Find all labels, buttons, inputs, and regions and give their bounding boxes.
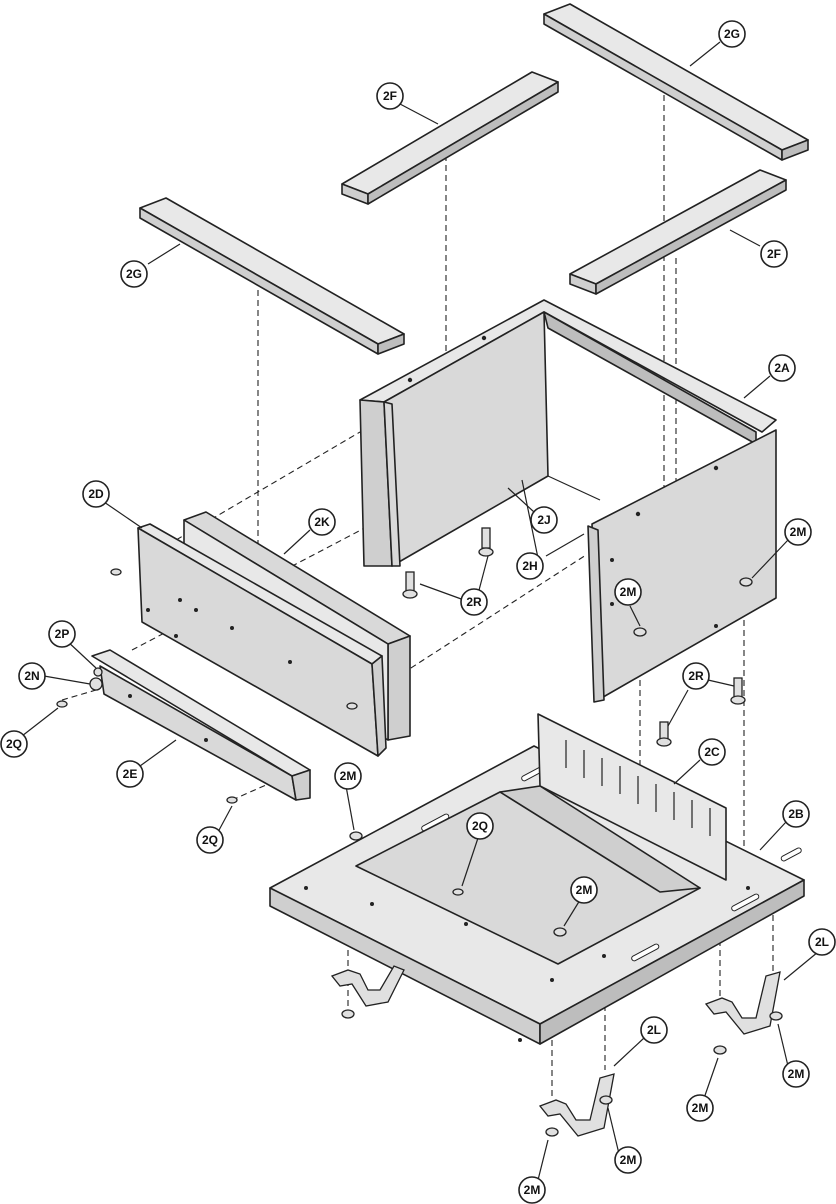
screw-2m <box>545 1127 559 1137</box>
hardware <box>56 527 783 1137</box>
board-2g-left <box>139 197 405 355</box>
svg-text:2M: 2M <box>790 525 807 539</box>
callout-2j: 2J <box>530 506 558 534</box>
screw-2m <box>553 927 567 937</box>
callout-2c: 2C <box>698 738 726 766</box>
svg-text:2P: 2P <box>55 627 70 641</box>
callout-2p: 2P <box>48 620 76 648</box>
callouts: 2G 2F 2G 2F 2A 2D 2K 2J <box>0 20 836 1204</box>
bolt-2r-right <box>656 677 746 747</box>
screw-2q <box>452 888 464 896</box>
callout-2m-base-left: 2M <box>334 762 362 790</box>
screw-2m <box>739 577 753 587</box>
callout-2m-foot-r2: 2M <box>686 1094 714 1122</box>
tray-2c <box>355 713 727 965</box>
board-2g-top <box>543 3 809 161</box>
callout-2g-top: 2G <box>718 20 746 48</box>
callout-2l-center: 2L <box>640 1016 668 1044</box>
foot-2l-center <box>538 1073 615 1137</box>
callout-2g-left: 2G <box>120 260 148 288</box>
svg-text:2F: 2F <box>383 89 397 103</box>
svg-text:2F: 2F <box>767 247 781 261</box>
svg-text:2M: 2M <box>524 1183 541 1197</box>
callout-2e: 2E <box>116 760 144 788</box>
svg-text:2M: 2M <box>692 1101 709 1115</box>
svg-text:2H: 2H <box>522 559 537 573</box>
svg-text:2R: 2R <box>688 669 704 683</box>
callout-2m-foot-r1: 2M <box>782 1060 810 1088</box>
foot-2l-left <box>330 965 405 1007</box>
callout-2q-left: 2Q <box>0 730 28 758</box>
callout-2m-foot-c2: 2M <box>518 1176 546 1204</box>
callout-2k: 2K <box>308 508 336 536</box>
enclosure-2a <box>359 299 777 703</box>
callout-2m-right-upper: 2M <box>784 518 812 546</box>
callout-2f-top: 2F <box>376 82 404 110</box>
callout-2b: 2B <box>782 800 810 828</box>
fastener-2p <box>93 667 103 677</box>
callout-2m-foot-c1: 2M <box>614 1146 642 1174</box>
svg-text:2E: 2E <box>123 767 138 781</box>
svg-text:2A: 2A <box>774 361 790 375</box>
screw-2q <box>346 702 358 710</box>
callout-2d: 2D <box>82 480 110 508</box>
svg-text:2L: 2L <box>815 935 829 949</box>
tray-vent-slots <box>565 740 711 836</box>
screw-2q <box>110 568 122 576</box>
bracket-2e <box>91 649 311 801</box>
screw-2m <box>341 1009 355 1019</box>
svg-text:2G: 2G <box>126 267 142 281</box>
callout-2l-right: 2L <box>808 928 836 956</box>
bolt-2r-left <box>402 527 494 599</box>
foot-2l-right <box>704 971 781 1035</box>
callout-2r-left: 2R <box>460 588 488 616</box>
callout-2q-center: 2Q <box>466 812 494 840</box>
svg-text:2L: 2L <box>647 1023 661 1037</box>
board-2f-right <box>569 169 787 295</box>
callout-2a: 2A <box>768 354 796 382</box>
callout-2r-right: 2R <box>682 662 710 690</box>
svg-text:2C: 2C <box>704 745 720 759</box>
svg-text:2M: 2M <box>576 883 593 897</box>
callout-2n: 2N <box>18 662 46 690</box>
svg-text:2J: 2J <box>537 513 550 527</box>
svg-text:2D: 2D <box>88 487 104 501</box>
panel-2d <box>137 523 387 757</box>
callout-2h: 2H <box>516 552 544 580</box>
screw-2m <box>713 1045 727 1055</box>
screw-2m <box>599 1095 613 1105</box>
svg-text:2K: 2K <box>314 515 330 529</box>
svg-text:2M: 2M <box>788 1067 805 1081</box>
callout-2f-right: 2F <box>760 240 788 268</box>
svg-text:2G: 2G <box>724 27 740 41</box>
board-2f-top <box>341 71 559 205</box>
svg-text:2B: 2B <box>788 807 804 821</box>
screw-2m <box>349 831 363 841</box>
screw-2m <box>633 627 647 637</box>
callout-2m-base-center: 2M <box>570 876 598 904</box>
svg-text:2Q: 2Q <box>202 833 218 847</box>
svg-text:2N: 2N <box>24 669 39 683</box>
svg-text:2M: 2M <box>620 585 637 599</box>
screw-2m <box>769 1011 783 1021</box>
svg-text:2Q: 2Q <box>6 737 22 751</box>
svg-text:2M: 2M <box>340 769 357 783</box>
leader-lines <box>21 41 819 1189</box>
fastener-2n <box>89 677 103 691</box>
callout-2q-bottom: 2Q <box>196 826 224 854</box>
svg-text:2M: 2M <box>620 1153 637 1167</box>
screw-2q <box>226 796 238 804</box>
svg-text:2R: 2R <box>466 595 482 609</box>
callout-2m-right-mid: 2M <box>614 578 642 606</box>
svg-text:2Q: 2Q <box>472 819 488 833</box>
screw-2q <box>56 700 68 708</box>
